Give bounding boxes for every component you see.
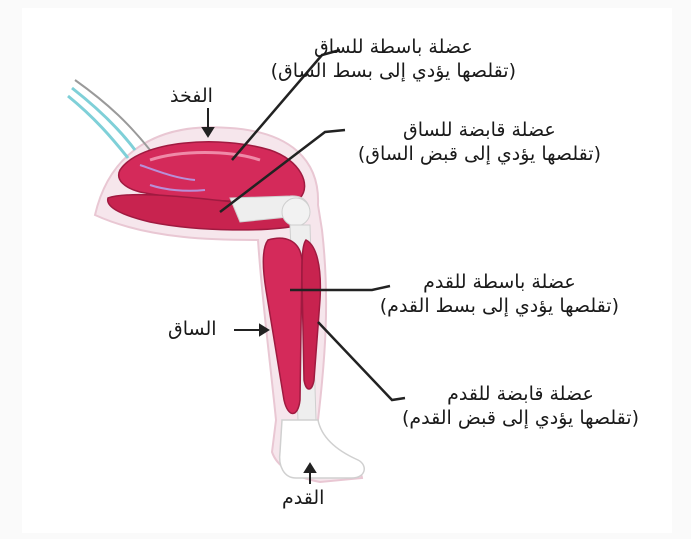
leg-extensor-effect: (تقلصها يؤدي إلى بسط الساق) (271, 59, 516, 83)
label-leg-extensor: عضلة باسطة للساق (تقلصها يؤدي إلى بسط ال… (271, 35, 516, 83)
label-foot-extensor: عضلة باسطة للقدم (تقلصها يؤدي إلى بسط ال… (380, 270, 619, 318)
foot-flexor-effect: (تقلصها يؤدي إلى قبض القدم) (402, 406, 639, 430)
label-leg-flexor: عضلة قابضة للساق (تقلصها يؤدي إلى قبض ال… (358, 118, 601, 166)
leg-extensor-name: عضلة باسطة للساق (271, 35, 516, 59)
label-foot-flexor: عضلة قابضة للقدم (تقلصها يؤدي إلى قبض ال… (402, 382, 639, 430)
label-thigh: الفخذ (170, 84, 213, 108)
leg-flexor-effect: (تقلصها يؤدي إلى قبض الساق) (358, 142, 601, 166)
leg-flexor-name: عضلة قابضة للساق (358, 118, 601, 142)
foot-extensor-effect: (تقلصها يؤدي إلى بسط القدم) (380, 294, 619, 318)
label-shank: الساق (168, 317, 217, 341)
label-foot: القدم (282, 486, 324, 510)
leader-foot-flexor (318, 322, 405, 400)
knee-joint (282, 198, 310, 226)
foot-shape (280, 420, 365, 478)
foot-extensor-name: عضلة باسطة للقدم (380, 270, 619, 294)
foot-flexor-name: عضلة قابضة للقدم (402, 382, 639, 406)
